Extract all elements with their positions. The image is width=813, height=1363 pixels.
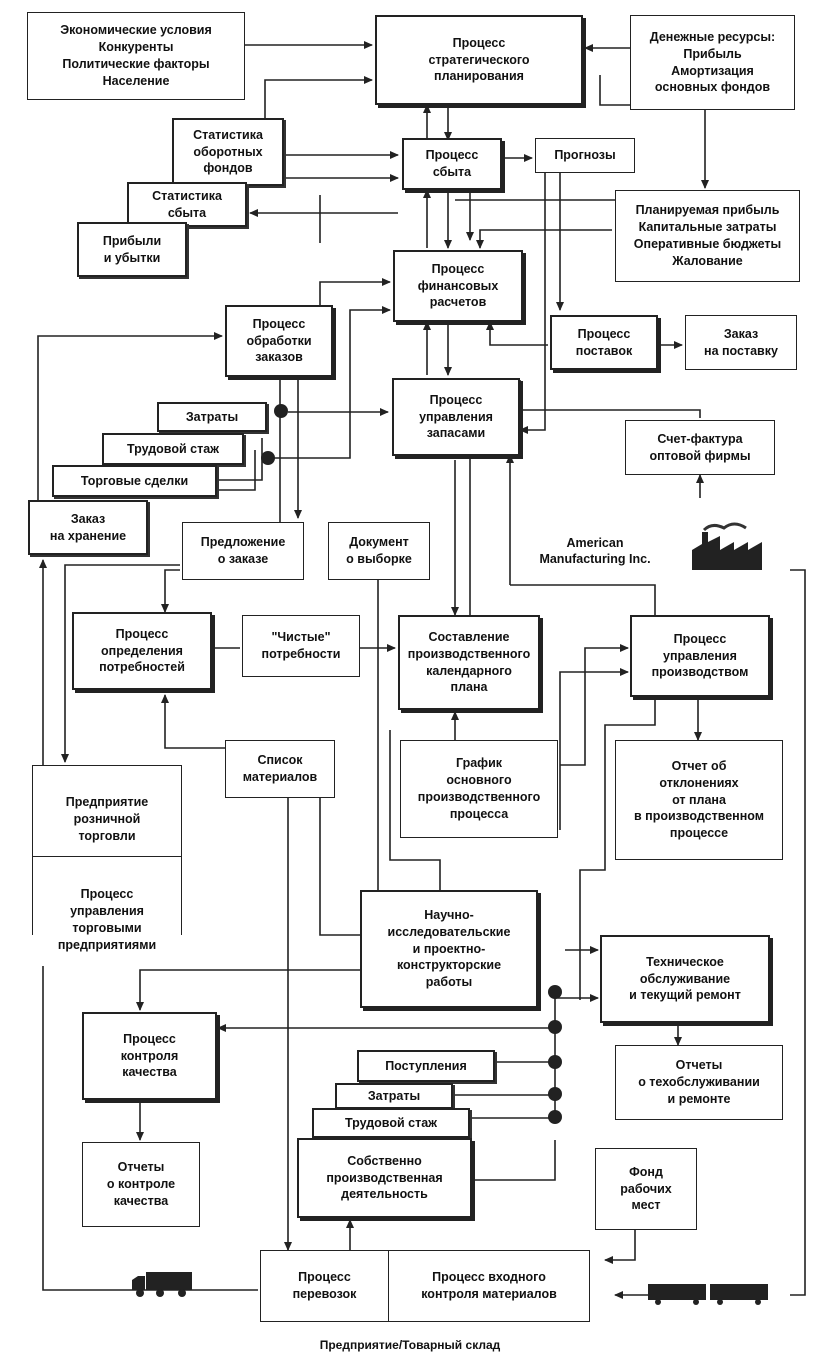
strategic-planning-box: Процесс стратегического планирования <box>375 15 583 105</box>
retail-enterprise-group: Предприятие розничной торговли Процесс у… <box>32 765 182 966</box>
truck-icon <box>130 1270 194 1298</box>
picking-doc-box: Документ о выборке <box>328 522 430 580</box>
retail-enterprise-box: Предприятие розничной торговли <box>33 782 181 857</box>
wholesale-invoice-box: Счет-фактура оптовой фирмы <box>625 420 775 475</box>
quality-control-box: Процесс контроля качества <box>82 1012 217 1100</box>
planned-profit-box: Планируемая прибыль Капитальные затраты … <box>615 190 800 282</box>
company-label: American Manufacturing Inc. <box>539 536 651 567</box>
supply-process-box: Процесс поставок <box>550 315 658 370</box>
order-processing-box: Процесс обработки заказов <box>225 305 333 377</box>
storage-order-box: Заказ на хранение <box>28 500 148 555</box>
net-requirements-box: "Чистые" потребности <box>242 615 360 677</box>
junction-dot <box>261 451 275 465</box>
junction-dot <box>548 1055 562 1069</box>
footer-caption: Предприятие/Товарный склад <box>319 1338 501 1352</box>
econ-factors-box: Экономические условия Конкуренты Политич… <box>27 12 245 100</box>
requirements-process-box: Процесс определения потребностей <box>72 612 212 690</box>
incoming-control-box: Процесс входного контроля материалов <box>389 1251 589 1321</box>
money-resources-box: Денежные ресурсы: Прибыль Амортизация ос… <box>630 15 795 110</box>
receipts-box: Поступления <box>357 1050 495 1082</box>
sales-process-box: Процесс сбыта <box>402 138 502 190</box>
transport-process-box: Процесс перевозок <box>261 1251 389 1321</box>
sales-stats-box: Статистика сбыта <box>127 182 247 227</box>
junction-dot <box>548 1110 562 1124</box>
costs-box-1: Затраты <box>157 402 267 432</box>
forecasts-box: Прогнозы <box>535 138 635 173</box>
junction-dot <box>548 1087 562 1101</box>
financial-calc-box: Процесс финансовых расчетов <box>393 250 523 322</box>
production-schedule-box: Составление производственного календарно… <box>398 615 540 710</box>
factory-icon <box>690 522 770 572</box>
maintenance-box: Техническое обслуживание и текущий ремон… <box>600 935 770 1023</box>
master-schedule-box: График основного производственного проце… <box>400 740 558 838</box>
workplace-fund-box: Фонд рабочих мест <box>595 1148 697 1230</box>
materials-list-box: Список материалов <box>225 740 335 798</box>
transport-incoming-group: Процесс перевозок Процесс входного контр… <box>260 1250 590 1322</box>
rnd-box: Научно- исследовательские и проектно- ко… <box>360 890 538 1008</box>
working-capital-stats-box: Статистика оборотных фондов <box>172 118 284 186</box>
inventory-mgmt-box: Процесс управления запасами <box>392 378 520 456</box>
junction-dot <box>548 985 562 999</box>
trade-mgmt-box: Процесс управления торговыми предприятия… <box>33 873 181 966</box>
junction-dot <box>548 1020 562 1034</box>
supply-order-box: Заказ на поставку <box>685 315 797 370</box>
production-mgmt-box: Процесс управления производством <box>630 615 770 697</box>
deviation-report-box: Отчет об отклонениях от плана в производ… <box>615 740 783 860</box>
junction-dot <box>274 404 288 418</box>
profit-loss-box: Прибыли и убытки <box>77 222 187 277</box>
costs-box-2: Затраты <box>335 1083 453 1109</box>
own-production-box: Собственно производственная деятельность <box>297 1138 472 1218</box>
train-icon <box>648 1280 770 1306</box>
maintenance-reports-box: Отчеты о техобслуживании и ремонте <box>615 1045 783 1120</box>
order-offer-box: Предложение о заказе <box>182 522 304 580</box>
seniority-box-1: Трудовой стаж <box>102 433 244 465</box>
trade-deals-box: Торговые сделки <box>52 465 217 497</box>
seniority-box-2: Трудовой стаж <box>312 1108 470 1138</box>
quality-reports-box: Отчеты о контроле качества <box>82 1142 200 1227</box>
